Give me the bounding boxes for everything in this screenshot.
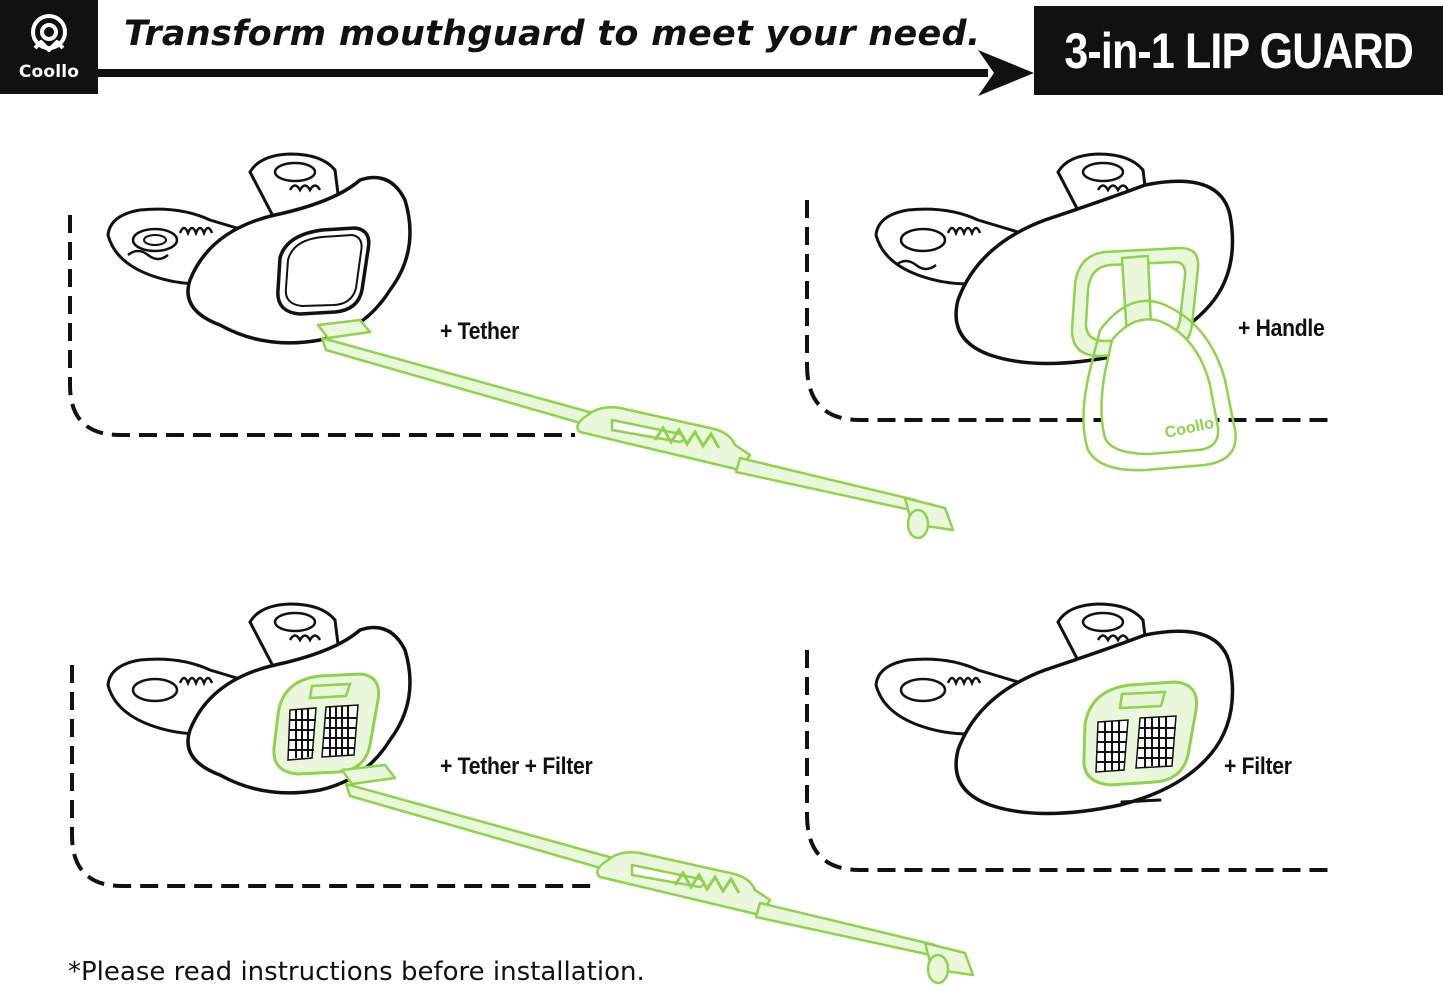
tagline: Transform mouthguard to meet your need. [124,14,981,54]
dashed-floor [68,215,575,437]
header-arrow-icon [98,50,1034,96]
variant-label-tether: + Tether [440,318,520,345]
tether-strap [340,763,975,985]
variant-label-tether-filter: + Tether + Filter [440,753,593,780]
product-title: 3-in-1 LIP GUARD [1064,22,1413,79]
breathing-hole [276,226,371,316]
dashed-floor [805,650,1335,872]
dashed-floor [805,200,1335,422]
tether-strap [316,318,955,540]
brand-logo: Coollo [0,0,98,94]
installation-footnote: *Please read instructions before install… [68,957,645,987]
variant-tether-filter-illustration [70,602,975,985]
variant-filter-illustration [805,602,1335,872]
dashed-floor [70,665,595,888]
product-title-banner: 3-in-1 LIP GUARD [1034,6,1443,95]
variant-label-handle: + Handle [1238,315,1325,342]
filter-insert [272,672,381,776]
variant-handle-illustration: Coollo [805,152,1335,472]
variant-label-filter: + Filter [1224,753,1292,780]
brand-name: Coollo [18,62,80,82]
handle-attachment [1070,246,1237,472]
filter-insert [1082,680,1199,787]
coollo-logo-icon [31,14,67,52]
variant-tether-illustration [68,152,955,540]
